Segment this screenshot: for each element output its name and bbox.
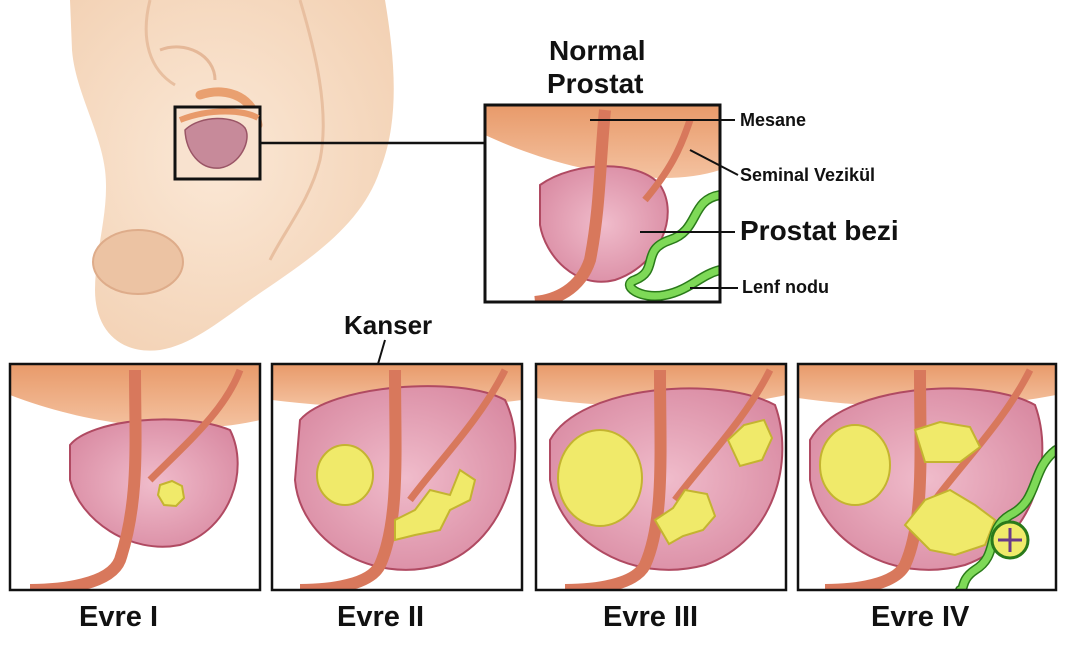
stage-panel-1	[10, 364, 260, 590]
callout-lenf-nodu: Lenf nodu	[742, 278, 829, 296]
stage-label-4: Evre IV	[871, 603, 969, 632]
tumor	[158, 481, 184, 506]
stage-label-2: Evre II	[337, 603, 424, 632]
callout-mesane: Mesane	[740, 111, 806, 129]
callout-seminal-vezikul: Seminal Vezikül	[740, 166, 875, 184]
title-line-2: Prostat	[547, 70, 643, 98]
stage-label-3: Evre III	[603, 603, 698, 632]
normal-prostate-zoom	[485, 105, 720, 302]
organ-locator-box	[175, 107, 260, 179]
tumor-large	[820, 425, 890, 505]
tumor-large	[317, 445, 373, 505]
callout-prostat-bezi: Prostat bezi	[740, 217, 899, 245]
tumor-large	[558, 430, 642, 526]
title-line-1: Normal	[549, 37, 645, 65]
stage-panel-2	[272, 364, 522, 590]
stage-label-1: Evre I	[79, 603, 158, 632]
kanser-label: Kanser	[344, 312, 432, 338]
stage-panel-4	[798, 364, 1056, 590]
stage-panel-3	[536, 364, 786, 590]
